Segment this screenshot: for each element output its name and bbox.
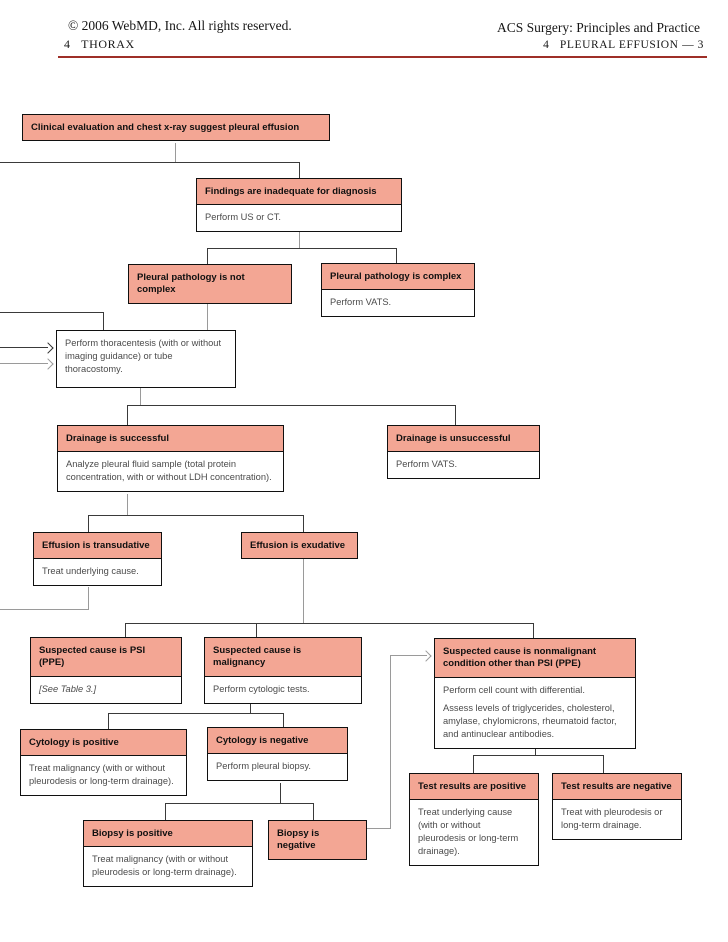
connector-line [127, 494, 128, 515]
node-drainage-unsuccessful: Drainage is unsuccessful Perform VATS. [387, 425, 540, 480]
node-title: Cytology is negative [208, 728, 347, 755]
connector-line [103, 312, 104, 330]
node-title: Test results are negative [553, 774, 681, 801]
node-body-line: Assess levels of triglycerides, choleste… [443, 702, 617, 739]
copyright-text: © 2006 WebMD, Inc. All rights reserved. [68, 18, 292, 33]
connector-line [390, 655, 391, 829]
node-body: Perform pleural biopsy. [216, 761, 311, 772]
node-title: Findings are inadequate for diagnosis [197, 179, 401, 206]
node-effusion-exudative: Effusion is exudative [241, 532, 358, 560]
node-body: Perform VATS. [330, 297, 392, 308]
node-title: Suspected cause is malignancy [205, 638, 361, 677]
connector-line [303, 558, 304, 623]
connector-line [165, 803, 314, 804]
node-body: Perform VATS. [396, 459, 458, 470]
node-body: [See Table 3.] [39, 683, 97, 694]
node-body: Perform US or CT. [205, 212, 281, 223]
node-thoracentesis: Perform thoracentesis (with or without i… [56, 330, 236, 388]
node-body: Analyze pleural fluid sample (total prot… [66, 459, 272, 483]
node-title: Effusion is transudative [34, 533, 161, 560]
node-pathology-not-complex: Pleural pathology is not complex [128, 264, 292, 304]
node-body: Perform cytologic tests. [213, 683, 310, 694]
connector-line [0, 363, 48, 364]
connector-line [367, 828, 391, 829]
arrowhead-right-icon [42, 358, 54, 370]
section-right: 4 PLEURAL EFFUSION — 3 [543, 39, 704, 51]
connector-line [125, 623, 126, 637]
node-body: Treat underlying cause (with or without … [418, 807, 519, 857]
node-title: Biopsy is negative [269, 821, 366, 859]
node-findings-inadequate: Findings are inadequate for diagnosis Pe… [196, 178, 402, 233]
connector-line [280, 783, 281, 803]
connector-line [455, 405, 456, 425]
connector-line [88, 587, 89, 609]
node-title: Cytology is positive [21, 730, 186, 757]
node-title: Test results are positive [410, 774, 538, 801]
node-title: Pleural pathology is not complex [129, 265, 291, 303]
node-cytology-negative: Cytology is negative Perform pleural bio… [207, 727, 348, 782]
node-pathology-complex: Pleural pathology is complex Perform VAT… [321, 263, 475, 318]
header-rule [58, 56, 707, 58]
connector-line [125, 623, 534, 624]
connector-line [299, 228, 300, 248]
node-body: Treat malignancy (with or without pleuro… [92, 854, 237, 878]
connector-line [473, 755, 474, 773]
connector-line [108, 713, 109, 729]
book-title: ACS Surgery: Principles and Practice [497, 20, 700, 35]
arrowhead-right-icon [42, 342, 54, 354]
connector-line [0, 312, 104, 313]
node-body-line: Perform cell count with differential. [443, 684, 585, 695]
connector-line [473, 755, 604, 756]
node-biopsy-positive: Biopsy is positive Treat malignancy (wit… [83, 820, 253, 888]
node-title: Pleural pathology is complex [322, 264, 474, 291]
node-body: Treat malignancy (with or without pleuro… [29, 763, 174, 787]
connector-line [0, 347, 48, 348]
node-test-results-negative: Test results are negative Treat with ple… [552, 773, 682, 841]
node-cause-nonmalignant: Suspected cause is nonmalignant conditio… [434, 638, 636, 749]
connector-line [396, 248, 397, 263]
node-title: Effusion is exudative [242, 533, 357, 559]
node-body: Perform thoracentesis (with or without i… [65, 338, 222, 375]
section-left: 4 THORAX [64, 37, 135, 51]
node-cytology-positive: Cytology is positive Treat malignancy (w… [20, 729, 187, 797]
node-cause-malignancy: Suspected cause is malignancy Perform cy… [204, 637, 362, 704]
node-effusion-transudative: Effusion is transudative Treat underlyin… [33, 532, 162, 587]
connector-line [603, 755, 604, 773]
node-title: Suspected cause is PSI (PPE) [31, 638, 181, 677]
connector-line [207, 292, 208, 330]
node-drainage-successful: Drainage is successful Analyze pleural f… [57, 425, 284, 493]
node-biopsy-negative: Biopsy is negative [268, 820, 367, 860]
node-title: Drainage is unsuccessful [388, 426, 539, 453]
connector-line [533, 623, 534, 638]
connector-line [88, 515, 89, 532]
connector-line [88, 515, 304, 516]
connector-line [313, 803, 314, 820]
connector-line [140, 388, 141, 405]
connector-line [207, 248, 208, 264]
connector-line [108, 713, 284, 714]
node-body: Perform cell count with differential. As… [435, 678, 635, 748]
node-title: Drainage is successful [58, 426, 283, 453]
connector-line [256, 623, 257, 637]
connector-line [165, 803, 166, 820]
connector-line [390, 655, 427, 656]
node-title: Biopsy is positive [84, 821, 252, 848]
arrowhead-right-icon [420, 650, 432, 662]
connector-line [303, 515, 304, 532]
connector-line [299, 162, 300, 178]
connector-line [0, 162, 300, 163]
connector-line [283, 713, 284, 727]
node-title: Clinical evaluation and chest x-ray sugg… [23, 115, 329, 141]
node-test-results-positive: Test results are positive Treat underlyi… [409, 773, 539, 867]
connector-line [127, 405, 128, 425]
connector-line [175, 143, 176, 162]
connector-line [127, 405, 456, 406]
node-body: Treat underlying cause. [42, 566, 139, 577]
connector-line [0, 609, 89, 610]
node-cause-psi-ppe: Suspected cause is PSI (PPE) [See Table … [30, 637, 182, 704]
node-clinical-evaluation: Clinical evaluation and chest x-ray sugg… [22, 114, 330, 142]
node-title: Suspected cause is nonmalignant conditio… [435, 639, 635, 678]
node-body: Treat with pleurodesis or long-term drai… [561, 807, 663, 831]
connector-line [207, 248, 397, 249]
